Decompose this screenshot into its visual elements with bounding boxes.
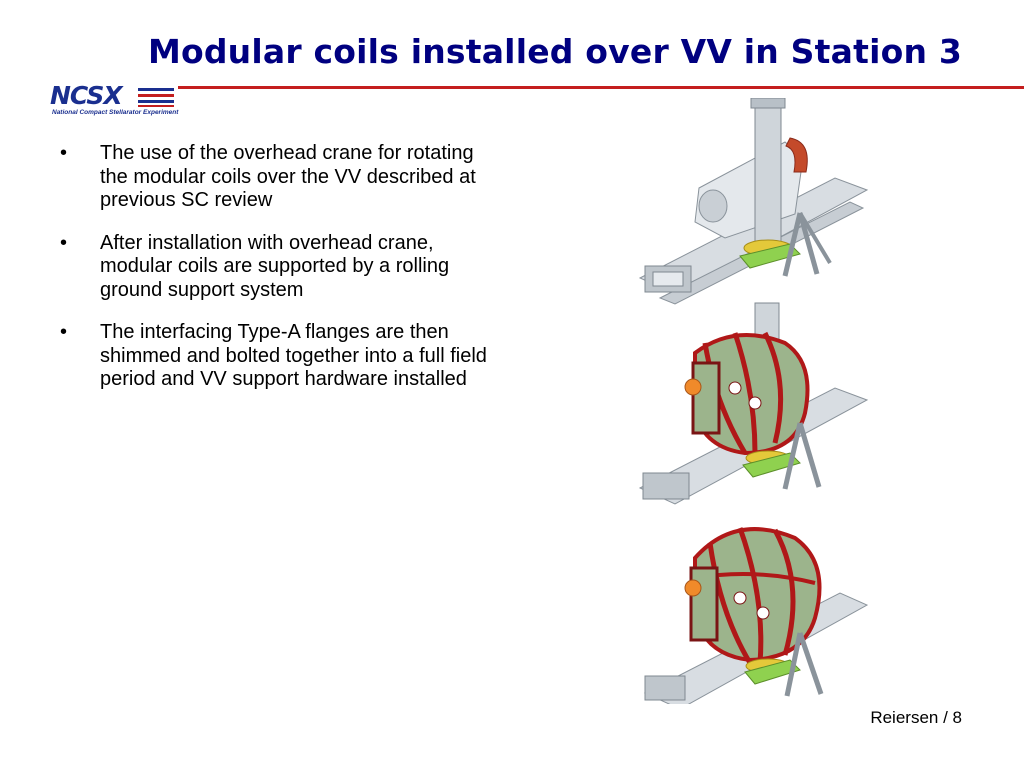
slide-footer: Reiersen / 8 bbox=[870, 708, 962, 727]
logo-subtitle: National Compact Stellarator Experiment bbox=[52, 109, 179, 116]
bullet-marker: • bbox=[60, 321, 68, 343]
ncsx-logo: NCSX National Compact Stellarator Experi… bbox=[50, 82, 180, 120]
bullet-text: The use of the overhead crane for rotati… bbox=[100, 142, 476, 211]
partial-coil-assembly-icon bbox=[638, 302, 869, 505]
bullet-text: After installation with overhead crane, … bbox=[100, 231, 450, 301]
bullet-text: The interfacing Type-A flanges are then … bbox=[100, 321, 487, 390]
bullet-item: • After installation with overhead crane… bbox=[58, 232, 498, 303]
slide-title: Modular coils installed over VV in Stati… bbox=[147, 32, 962, 71]
bullet-list: • The use of the overhead crane for rota… bbox=[58, 142, 498, 411]
bullet-item: • The use of the overhead crane for rota… bbox=[58, 142, 498, 213]
full-field-period-assembly-icon bbox=[643, 527, 869, 704]
bullet-marker: • bbox=[60, 231, 68, 254]
logo-wordmark: NCSX bbox=[50, 81, 123, 110]
logo-stripes-icon bbox=[138, 88, 174, 107]
bullet-marker: • bbox=[60, 142, 68, 164]
bullet-item: • The interfacing Type-A flanges are the… bbox=[58, 321, 498, 392]
assembly-figures bbox=[635, 98, 875, 704]
vacuum-vessel-on-stand-icon bbox=[638, 98, 869, 305]
title-rule bbox=[178, 86, 1024, 89]
